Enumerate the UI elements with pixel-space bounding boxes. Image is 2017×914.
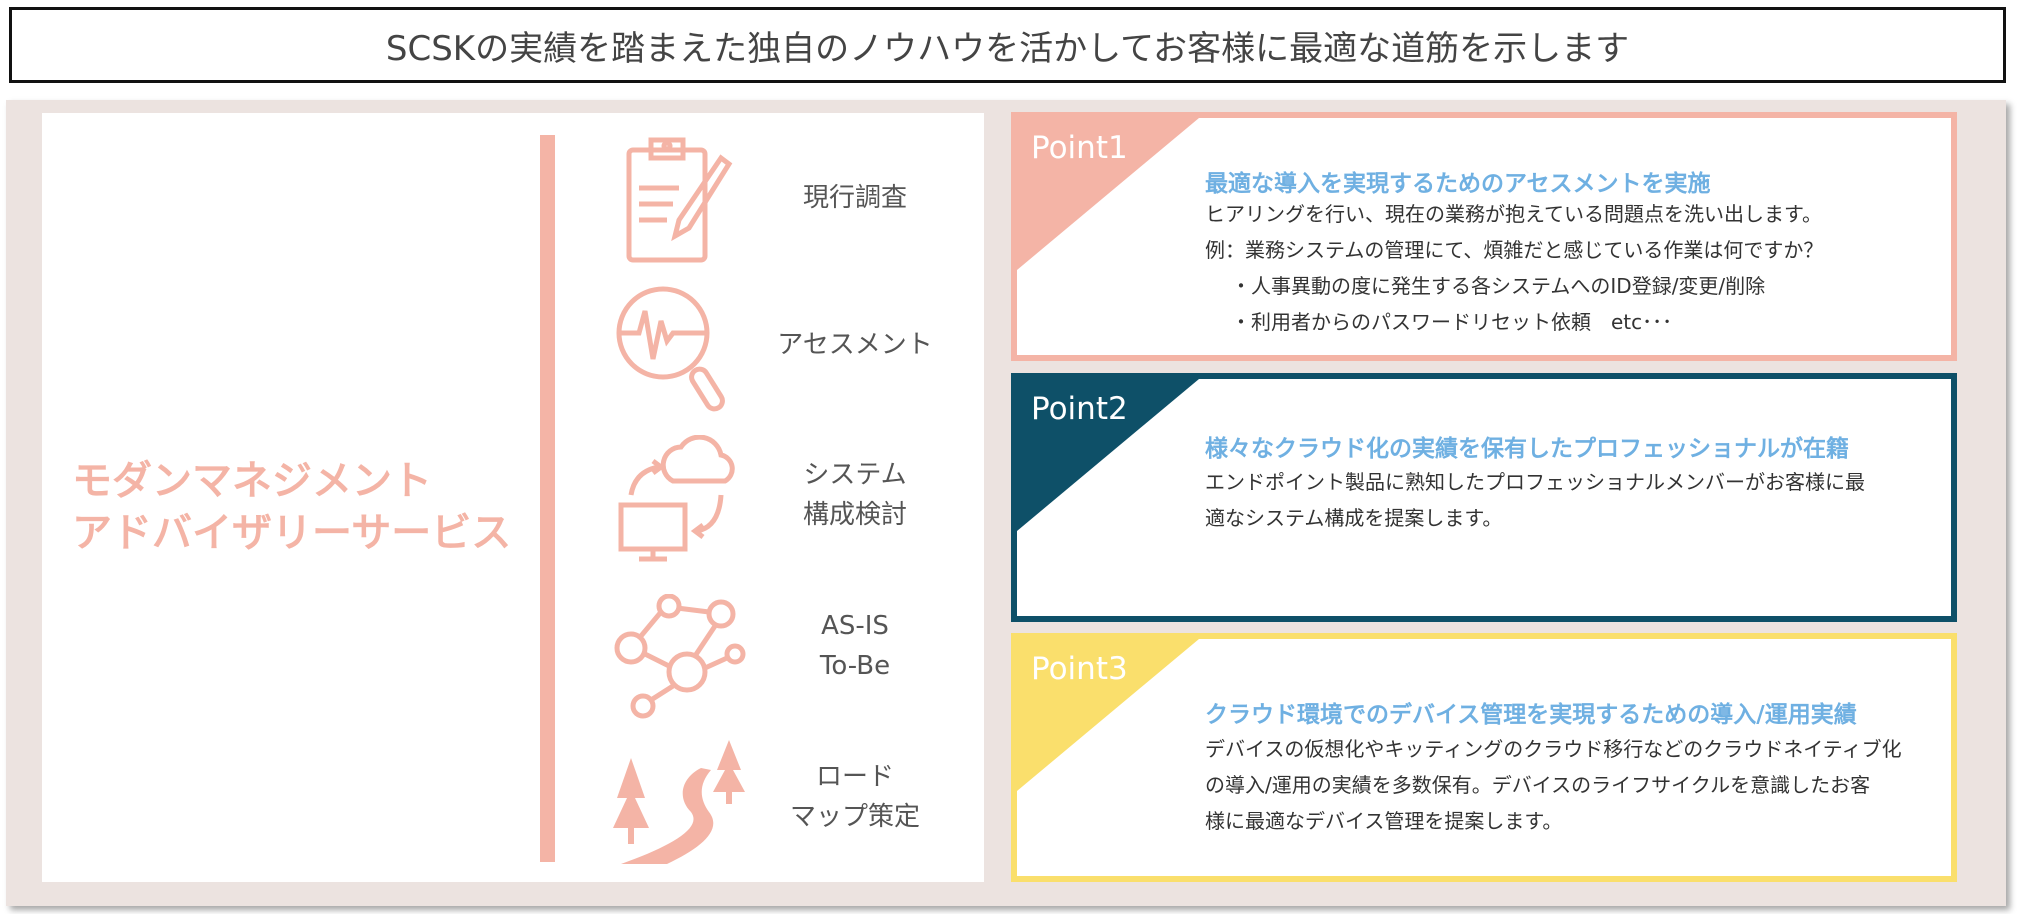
step-label: AS-IS — [821, 611, 889, 641]
body-line: 例：業務システムの管理にて、煩雑だと感じている作業は何ですか？ — [1205, 238, 1824, 262]
step-label: 構成検討 — [802, 500, 907, 530]
service-title: モダンマネジメント アドバイザリーサービス — [72, 455, 511, 559]
cloud-monitor-sync-icon — [618, 435, 735, 562]
point1-heading: 最適な導入を実現するためのアセスメントを実施 — [1205, 171, 1711, 197]
body-line: 適なシステム構成を提案します。 — [1205, 506, 1503, 530]
step-label: ロード — [815, 762, 894, 792]
service-title-line2: アドバイザリーサービス — [72, 510, 512, 556]
body-line: ・利用者からのパスワードリセット依頼 etc･･･ — [1231, 310, 1673, 334]
point3-label: Point3 — [1031, 651, 1128, 687]
point3-card: Point3 クラウド環境でのデバイス管理を実現するための導入/運用実績 デバイ… — [1011, 633, 1957, 882]
step-system-design: システム構成検討 — [770, 455, 940, 535]
service-title-line1: モダンマネジメント — [72, 458, 432, 504]
divider-bar — [540, 135, 555, 862]
people-network-icon — [614, 594, 746, 719]
point2-heading: 様々なクラウド化の実績を保有したプロフェッショナルが在籍 — [1205, 436, 1849, 462]
point2-card: Point2 様々なクラウド化の実績を保有したプロフェッショナルが在籍 エンドポ… — [1011, 373, 1957, 622]
step-label: To-Be — [819, 651, 891, 681]
point1-label: Point1 — [1031, 130, 1128, 166]
point2-body: エンドポイント製品に熟知したプロフェッショナルメンバーがお客様に最 適なシステム… — [1205, 464, 1865, 536]
page-title: SCSKの実績を踏まえた独自のノウハウを活かしてお客様に最適な道筋を示します — [9, 7, 2006, 83]
point3-corner — [1017, 639, 1199, 791]
point3-heading: クラウド環境でのデバイス管理を実現するための導入/運用実績 — [1205, 702, 1857, 728]
step-assessment: アセスメント — [770, 325, 940, 365]
body-line: デバイスの仮想化やキッティングのクラウド移行などのクラウドネイティブ化 — [1205, 737, 1902, 761]
point1-body: ヒアリングを行い、現在の業務が抱えている問題点を洗い出します。 例：業務システム… — [1205, 196, 1823, 340]
magnifier-pulse-icon — [616, 286, 725, 412]
point3-body: デバイスの仮想化やキッティングのクラウド移行などのクラウドネイティブ化 の導入/… — [1205, 731, 1902, 839]
step-label: マップ策定 — [789, 802, 920, 832]
step-roadmap: ロードマップ策定 — [770, 757, 940, 837]
point1-corner — [1017, 118, 1199, 270]
point2-label: Point2 — [1031, 391, 1128, 427]
clipboard-pencil-icon — [626, 137, 733, 263]
service-panel — [42, 113, 984, 882]
body-line: 様に最適なデバイス管理を提案します。 — [1205, 809, 1563, 833]
body-line: エンドポイント製品に熟知したプロフェッショナルメンバーがお客様に最 — [1205, 470, 1865, 494]
point2-corner — [1017, 379, 1199, 531]
road-trees-icon — [613, 740, 745, 864]
step-as-is-to-be: AS-IS To-Be — [770, 606, 940, 686]
body-line: ・人事異動の度に発生する各システムへのID登録/変更/削除 — [1231, 274, 1766, 298]
step-label: 現行調査 — [802, 183, 907, 213]
body-line: の導入/運用の実績を多数保有。デバイスのライフサイクルを意識したお客 — [1205, 773, 1871, 797]
body-line: ヒアリングを行い、現在の業務が抱えている問題点を洗い出します。 — [1205, 202, 1822, 226]
point1-card: Point1 最適な導入を実現するためのアセスメントを実施 ヒアリングを行い、現… — [1011, 112, 1957, 361]
step-label: システム — [803, 460, 907, 490]
step-current-survey: 現行調査 — [770, 178, 940, 218]
step-label: アセスメント — [777, 330, 933, 360]
